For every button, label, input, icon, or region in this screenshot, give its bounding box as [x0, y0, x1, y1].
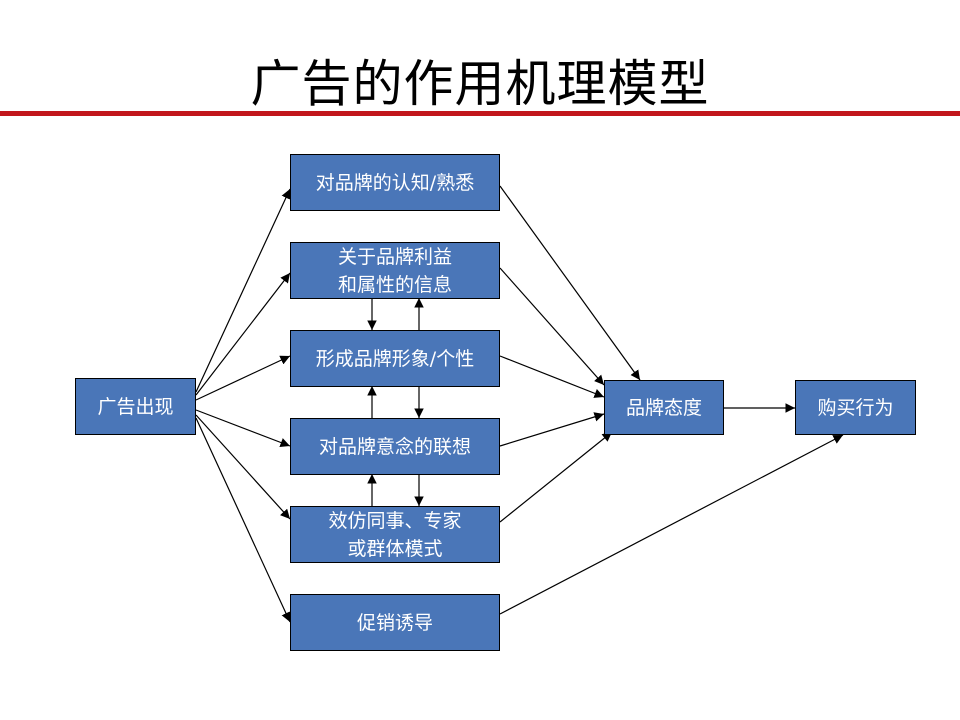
arrow-association-to-attitude — [499, 412, 605, 447]
node-image: 形成品牌形象/个性 — [290, 330, 500, 387]
arrow-promo-to-purchase — [499, 434, 844, 615]
node-info-label-line2: 和属性的信息 — [337, 273, 452, 296]
node-promo-label: 促销诱导 — [356, 611, 433, 634]
arrow-ad-to-info — [195, 272, 291, 396]
arrow-ad-to-image — [195, 355, 291, 401]
arrow-ad-to-peer — [195, 414, 291, 520]
arrow-ad-to-awareness — [195, 188, 291, 393]
node-attitude-label: 品牌态度 — [625, 396, 702, 419]
node-peer: 效仿同事、专家 或群体模式 — [290, 506, 500, 563]
node-info: 关于品牌利益 和属性的信息 — [290, 242, 500, 299]
node-purchase: 购买行为 — [795, 380, 916, 435]
node-ad-label: 广告出现 — [97, 395, 174, 418]
arrow-ad-to-association — [195, 409, 291, 448]
node-attitude: 品牌态度 — [604, 380, 724, 435]
node-promo: 促销诱导 — [290, 594, 500, 651]
node-peer-label-line1: 效仿同事、专家 — [328, 509, 462, 532]
node-association-label: 对品牌意念的联想 — [318, 435, 471, 458]
node-peer-label-line2: 或群体模式 — [347, 537, 443, 560]
node-awareness: 对品牌的认知/熟悉 — [290, 154, 500, 211]
node-info-label-line1: 关于品牌利益 — [337, 245, 452, 268]
page-title: 广告的作用机理模型 — [250, 55, 710, 113]
node-association: 对品牌意念的联想 — [290, 418, 500, 475]
arrow-peer-to-attitude — [499, 431, 613, 523]
node-ad: 广告出现 — [75, 378, 196, 435]
arrow-ad-to-promo — [195, 417, 291, 623]
arrow-image-to-attitude — [499, 355, 605, 398]
title-underline — [0, 111, 960, 116]
node-purchase-label: 购买行为 — [817, 396, 894, 419]
arrow-awareness-to-attitude — [499, 185, 641, 381]
node-awareness-label: 对品牌的认知/熟悉 — [315, 171, 475, 194]
node-image-label: 形成品牌形象/个性 — [315, 347, 475, 370]
arrow-info-to-attitude — [499, 267, 605, 386]
